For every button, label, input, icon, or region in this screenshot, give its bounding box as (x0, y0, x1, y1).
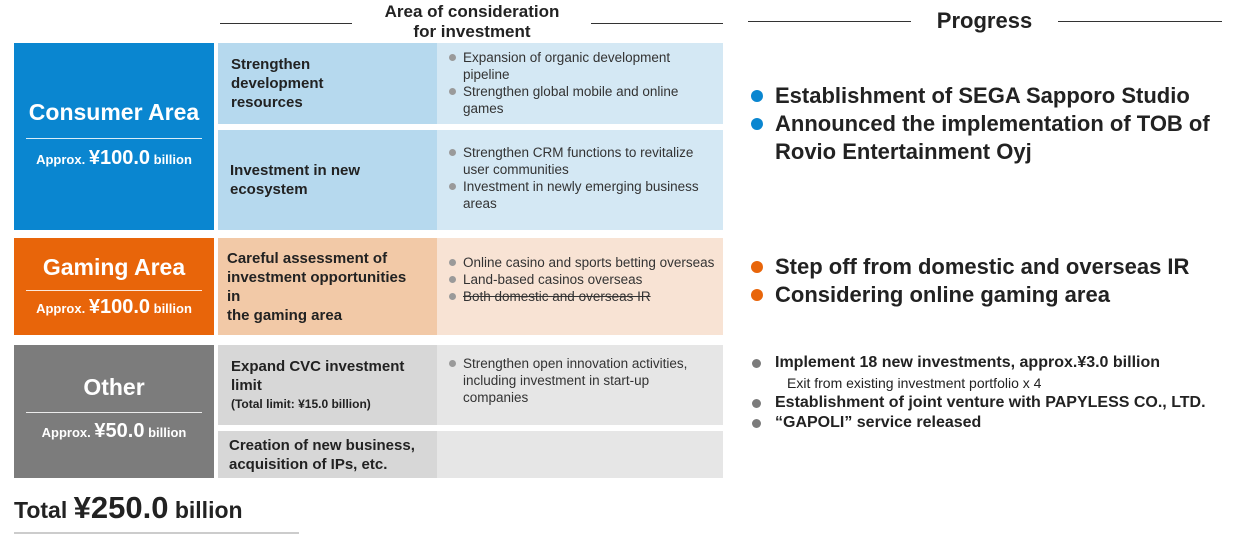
gaming-area-title: Gaming Area (42, 254, 186, 280)
bullet-icon (449, 149, 456, 156)
bullet-icon (752, 359, 761, 368)
progress-rule-right (1058, 21, 1222, 22)
list-item: Land-based casinos overseas (447, 271, 717, 288)
gaming-area-amount: Approx. ¥100.0 billion (36, 296, 192, 318)
progress-item: Considering online gaming area (749, 281, 1234, 309)
bullet-icon (752, 399, 761, 408)
bullet-icon (449, 276, 456, 283)
row-ecosystem-label: Investment in new ecosystem (218, 130, 437, 230)
other-area-amount: Approx. ¥50.0 billion (41, 420, 187, 442)
row-gaming-bullets: Online casino and sports betting oversea… (437, 238, 723, 335)
header-rule-left (220, 23, 352, 24)
header-rule-right (591, 23, 723, 24)
row-cvc-bullets: Strengthen open innovation activities, i… (437, 345, 723, 425)
total-amount: Total ¥250.0 billion (14, 490, 243, 525)
bullet-icon (752, 419, 761, 428)
progress-note: Exit from existing investment portfolio … (787, 375, 1042, 391)
row-gaming-label: Careful assessment of investment opportu… (218, 238, 437, 335)
progress-gaming: Step off from domestic and overseas IR C… (749, 253, 1234, 309)
list-item: Strengthen global mobile and online game… (447, 83, 717, 117)
divider (26, 290, 202, 291)
consumer-area-block: Consumer Area Approx. ¥100.0 billion (14, 43, 214, 230)
list-item: Investment in newly emerging business ar… (447, 178, 717, 212)
list-item: Strengthen CRM functions to revitalize u… (447, 144, 717, 178)
list-item: Strengthen open innovation activities, i… (447, 355, 717, 406)
area-header: Area of consideration for investment (384, 2, 560, 41)
bullet-icon (751, 289, 763, 301)
progress-item: “GAPOLI” service released (749, 413, 1234, 433)
row-development-label: Strengthen development resources (218, 43, 437, 124)
bullet-icon (449, 183, 456, 190)
progress-item: Announced the implementation of TOB of R… (749, 110, 1234, 166)
bullet-icon (449, 360, 456, 367)
progress-consumer: Establishment of SEGA Sapporo Studio Ann… (749, 82, 1234, 166)
list-item-struck: Both domestic and overseas IR (447, 288, 717, 305)
row-ecosystem-bullets: Strengthen CRM functions to revitalize u… (437, 130, 723, 230)
list-item: Online casino and sports betting oversea… (447, 254, 717, 271)
divider (26, 138, 202, 139)
progress-item: Establishment of SEGA Sapporo Studio (749, 82, 1234, 110)
bullet-icon (449, 88, 456, 95)
gaming-area-block: Gaming Area Approx. ¥100.0 billion (14, 238, 214, 335)
other-area-block: Other Approx. ¥50.0 billion (14, 345, 214, 478)
total-underline (14, 532, 299, 534)
bullet-icon (449, 293, 456, 300)
consumer-area-title: Consumer Area (28, 99, 200, 125)
row-development-bullets: Expansion of organic development pipelin… (437, 43, 723, 124)
row-newbiz-bullets (437, 431, 723, 478)
progress-item: Implement 18 new investments, approx.¥3.… (749, 353, 1234, 373)
progress-item: Step off from domestic and overseas IR (749, 253, 1234, 281)
row-cvc-label: Expand CVC investment limit (Total limit… (218, 345, 437, 425)
progress-header: Progress (936, 8, 1033, 33)
progress-item: Establishment of joint venture with PAPY… (749, 393, 1234, 413)
divider (26, 412, 202, 413)
consumer-area-amount: Approx. ¥100.0 billion (36, 147, 192, 169)
bullet-icon (449, 54, 456, 61)
progress-other: Implement 18 new investments, approx.¥3.… (749, 353, 1234, 433)
bullet-icon (751, 261, 763, 273)
progress-rule-left (748, 21, 911, 22)
list-item: Expansion of organic development pipelin… (447, 49, 717, 83)
other-area-title: Other (83, 374, 145, 400)
bullet-icon (751, 90, 763, 102)
bullet-icon (751, 118, 763, 130)
bullet-icon (449, 259, 456, 266)
row-newbiz-label: Creation of new business, acquisition of… (218, 431, 437, 478)
